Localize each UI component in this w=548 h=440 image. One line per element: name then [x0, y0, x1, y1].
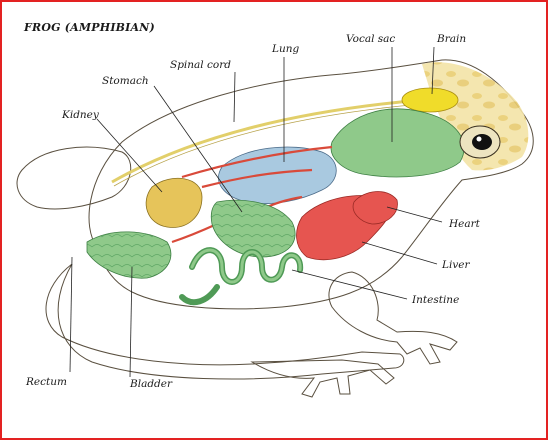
leader-rectum [70, 257, 72, 372]
label-stomach: Stomach [102, 75, 149, 87]
thigh [17, 147, 131, 209]
leader-spinal-cord [234, 72, 235, 122]
rectum-bladder [87, 232, 171, 278]
label-brain: Brain [436, 33, 466, 45]
brain [402, 88, 458, 112]
leader-intestine [292, 270, 407, 299]
leader-kidney [97, 119, 162, 192]
label-lung: Lung [271, 43, 299, 55]
label-rectum: Rectum [25, 376, 67, 388]
label-bladder: Bladder [129, 378, 173, 390]
stomach [211, 200, 295, 257]
leader-bladder [130, 267, 132, 377]
label-vocal-sac: Vocal sac [346, 33, 395, 45]
label-heart: Heart [448, 218, 481, 230]
label-kidney: Kidney [61, 109, 100, 121]
front-leg [329, 272, 457, 364]
leader-liver [362, 242, 437, 264]
label-spinal-cord: Spinal cord [170, 59, 231, 71]
label-liver: Liver [441, 259, 470, 271]
kidney [146, 178, 202, 227]
label-intestine: Intestine [411, 294, 459, 306]
